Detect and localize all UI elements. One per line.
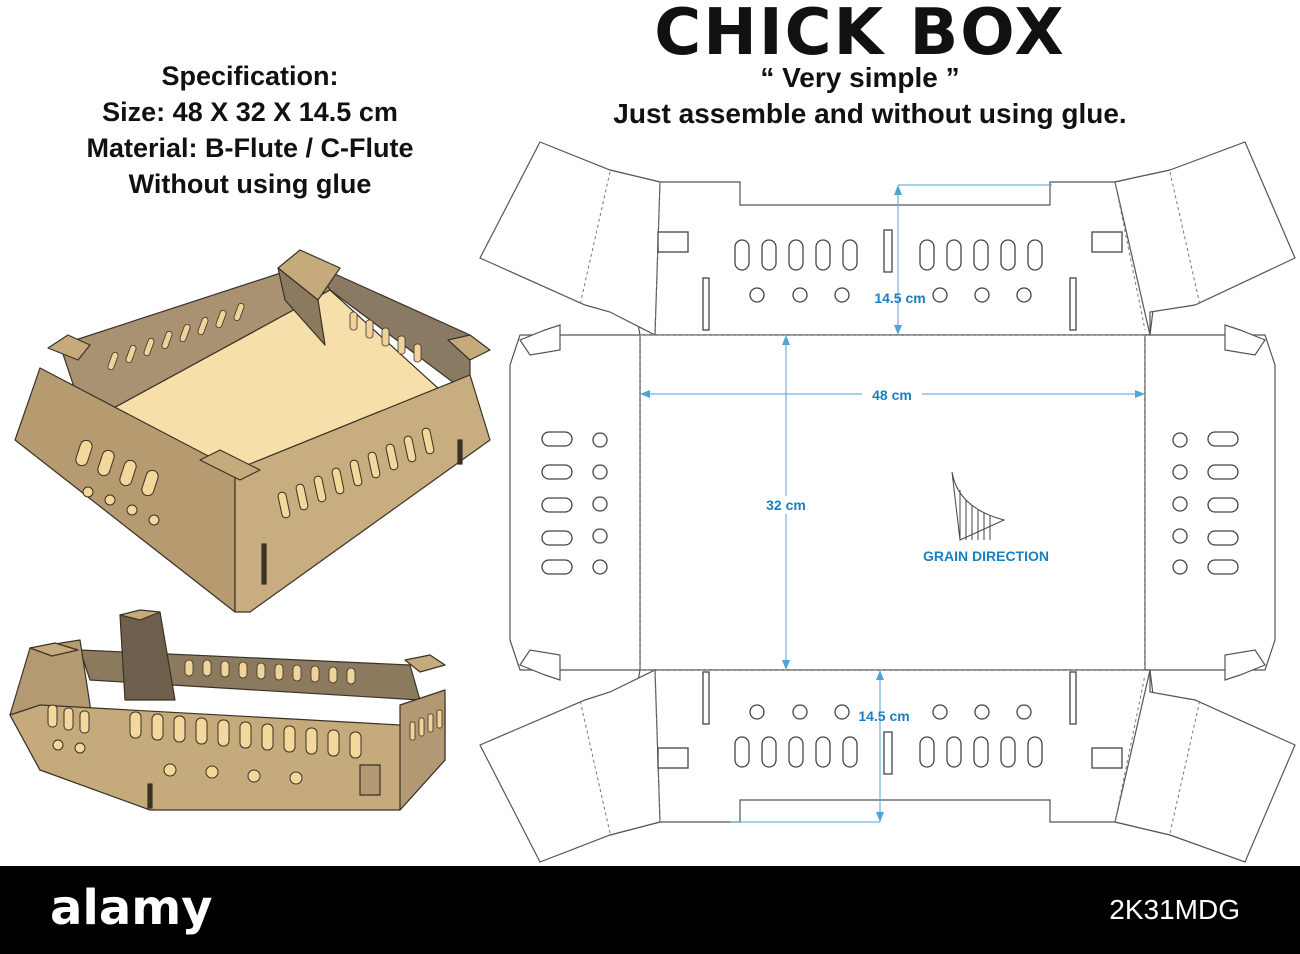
page-title: CHICK BOX [654,0,1066,70]
illustration-canvas: 48 cm 32 cm 14.5 cm 14.5 cm GRAIN DIRECT… [9,141,1296,863]
dieline-bottom-left-flap [479,669,661,863]
grain-direction-icon [951,471,1006,541]
spec-note: Without using glue [128,169,372,199]
specification-block: Specification: Size: 48 X 32 X 14.5 cm M… [20,58,480,202]
dieline-left-end [509,334,641,671]
tagline: “ Very simple ” [760,62,960,93]
footer-logo: alamy [50,880,213,936]
spec-heading: Specification: [161,61,339,91]
dim-width-label: 32 cm [766,497,806,513]
dim-height-bottom-label: 14.5 cm [858,708,909,724]
spec-size: Size: 48 X 32 X 14.5 cm [102,97,398,127]
grain-direction-label: GRAIN DIRECTION [923,548,1049,564]
dieline-holes [541,229,1239,775]
dim-length-label: 48 cm [872,387,912,403]
dieline-top-left-flap [479,141,661,336]
dieline-top-right-flap [1114,141,1296,336]
box-illustration-bottom [9,609,446,811]
dieline-bottom-right-flap [1114,669,1296,863]
box-illustration-top [14,249,491,613]
spec-material: Material: B-Flute / C-Flute [86,133,414,163]
fold-lines [579,171,1201,834]
instruction-text: Just assemble and without using glue. [613,98,1127,129]
footer-bar: alamy 2K31MDG [0,866,1300,954]
dim-height-top-label: 14.5 cm [874,290,925,306]
footer-image-id: 2K31MDG [1109,894,1240,925]
dieline-base [639,334,1146,671]
